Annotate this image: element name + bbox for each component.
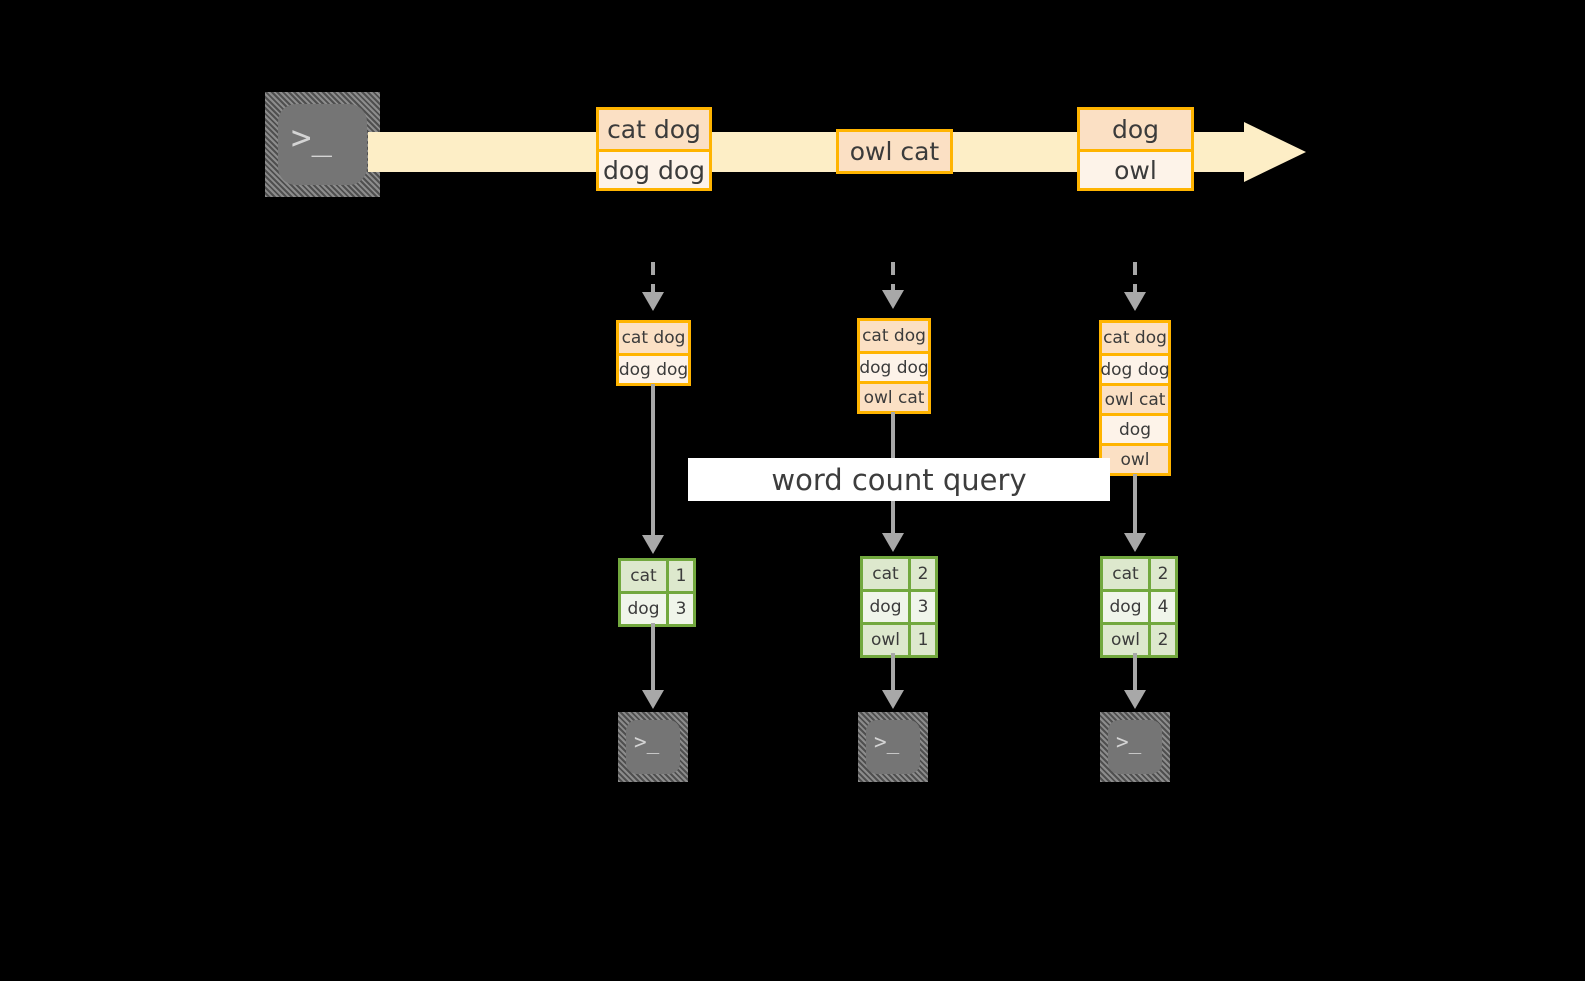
result-word: owl (863, 625, 908, 655)
result-table-2: cat 2 dog 3 owl 1 (860, 556, 938, 658)
result-word: dog (1103, 592, 1148, 622)
table-row: dog 4 (1103, 589, 1175, 622)
query-connector-3-head (1124, 533, 1146, 552)
result-word: cat (621, 561, 666, 591)
terminal-prompt-label: >_ (874, 730, 900, 754)
source-terminal-icon: >_ (265, 92, 380, 197)
result-count: 2 (908, 559, 935, 589)
result-count: 3 (666, 594, 693, 624)
result-word: dog (621, 594, 666, 624)
dashed-connector-1 (651, 262, 655, 296)
dashed-connector-1-head (642, 292, 664, 311)
table-row: owl 2 (1103, 622, 1175, 655)
accumulated-stack-2: cat dog dog dog owl cat (857, 318, 931, 414)
sink-connector-1 (651, 623, 655, 693)
sink-connector-1-head (642, 690, 664, 709)
dashed-connector-3 (1133, 262, 1137, 296)
accumulated-stack-1: cat dog dog dog (616, 320, 691, 386)
terminal-screen (1108, 720, 1162, 774)
sink-terminal-1-icon: >_ (618, 712, 688, 782)
sink-terminal-2-icon: >_ (858, 712, 928, 782)
stream-batch-2: owl cat (836, 129, 953, 174)
sink-connector-2-head (882, 690, 904, 709)
query-connector-1 (651, 384, 655, 539)
stack-line: dog (1102, 413, 1168, 443)
stack-line: cat dog (619, 323, 688, 353)
table-row: cat 2 (863, 559, 935, 589)
stream-batch-line: owl (1080, 149, 1191, 188)
stream-batch-line: owl cat (839, 132, 950, 171)
query-connector-2-head (882, 533, 904, 552)
stack-line: dog dog (859, 351, 929, 381)
stack-line: dog dog (619, 353, 688, 383)
terminal-prompt-label: >_ (291, 118, 332, 158)
result-word: cat (863, 559, 908, 589)
result-count: 1 (666, 561, 693, 591)
stack-line: owl cat (1102, 383, 1168, 413)
stream-batch-3: dog owl (1077, 107, 1194, 191)
result-count: 3 (908, 592, 935, 622)
result-count: 2 (1148, 625, 1175, 655)
query-label: word count query (688, 458, 1110, 501)
table-row: dog 3 (863, 589, 935, 622)
accumulated-stack-3: cat dog dog dog owl cat dog owl (1099, 320, 1171, 476)
stack-line: owl cat (860, 381, 928, 411)
table-row: cat 2 (1103, 559, 1175, 589)
terminal-screen (278, 104, 367, 185)
stack-line: cat dog (860, 321, 928, 351)
stream-arrow-head (1244, 122, 1306, 182)
sink-connector-2 (891, 653, 895, 693)
stream-batch-line: dog dog (599, 149, 709, 188)
query-connector-1-head (642, 535, 664, 554)
table-row: cat 1 (621, 561, 693, 591)
stack-line: cat dog (1102, 323, 1168, 353)
result-count: 1 (908, 625, 935, 655)
result-table-3: cat 2 dog 4 owl 2 (1100, 556, 1178, 658)
terminal-screen (626, 720, 680, 774)
result-word: owl (1103, 625, 1148, 655)
sink-connector-3-head (1124, 690, 1146, 709)
result-table-1: cat 1 dog 3 (618, 558, 696, 627)
result-count: 2 (1148, 559, 1175, 589)
stack-line: dog dog (1100, 353, 1170, 383)
terminal-prompt-label: >_ (1116, 730, 1142, 754)
query-connector-3 (1133, 474, 1137, 537)
stream-batch-line: dog (1080, 110, 1191, 149)
dashed-connector-3-head (1124, 292, 1146, 311)
sink-connector-3 (1133, 653, 1137, 693)
result-word: dog (863, 592, 908, 622)
dashed-connector-2-head (882, 290, 904, 309)
stream-batch-1: cat dog dog dog (596, 107, 712, 191)
stream-batch-line: cat dog (599, 110, 709, 149)
table-row: dog 3 (621, 591, 693, 624)
dashed-connector-2 (891, 262, 895, 294)
sink-terminal-3-icon: >_ (1100, 712, 1170, 782)
table-row: owl 1 (863, 622, 935, 655)
terminal-prompt-label: >_ (634, 730, 660, 754)
stack-line: owl (1102, 443, 1168, 473)
result-count: 4 (1148, 592, 1175, 622)
terminal-screen (866, 720, 920, 774)
result-word: cat (1103, 559, 1148, 589)
